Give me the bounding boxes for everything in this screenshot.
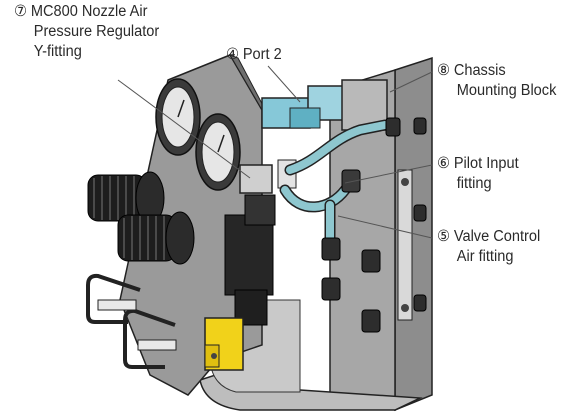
- air-tubing: [279, 119, 391, 246]
- carry-handles: [86, 273, 176, 369]
- callout-text-line: Chassis: [453, 62, 506, 79]
- regulator-knob-top: [87, 171, 165, 225]
- callout-text-line: MC800 Nozzle Air: [30, 3, 148, 20]
- handle-bolts: [97, 299, 177, 351]
- callout-number: ⑤: [437, 228, 451, 245]
- callout-text-line: Pressure Regulator: [33, 23, 160, 40]
- push-fittings: [321, 117, 427, 333]
- pressure-gauge-right: [195, 113, 241, 191]
- yellow-regulator-block: [204, 317, 244, 371]
- callout-number: ⑥: [437, 155, 451, 172]
- callout-text-line: Port 2: [242, 46, 282, 63]
- pressure-gauge-left: [155, 78, 201, 156]
- callout-text-line: Y-fitting: [33, 43, 82, 60]
- callout-text-line: fitting: [456, 175, 492, 192]
- callout-text-line: Pilot Input: [453, 155, 519, 172]
- callout-number: ⑦: [14, 3, 28, 20]
- manifold-body: [224, 194, 276, 326]
- callout-number: ⑧: [437, 62, 451, 79]
- callout-number: ④: [226, 46, 240, 63]
- leader-lines: [117, 65, 433, 239]
- callout-text-line: Valve Control: [453, 228, 541, 245]
- callout-text-line: Mounting Block: [456, 82, 557, 99]
- callout-text-line: Air fitting: [456, 248, 514, 265]
- solenoid-valve: [261, 79, 388, 131]
- regulator-knob-bottom: [117, 211, 195, 265]
